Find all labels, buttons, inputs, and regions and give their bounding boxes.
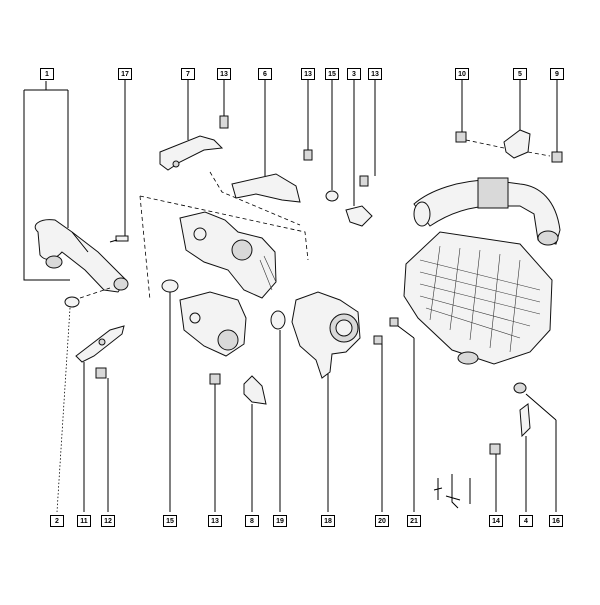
callout-9: 9 [550,68,564,80]
callout-8: 8 [245,515,259,527]
callout-5: 5 [513,68,527,80]
assembly-frame-left [139,195,151,301]
screw-12 [95,367,109,512]
bolt-21 [389,317,415,512]
egr-housing-lower [179,291,247,357]
gasket-15-left [161,279,179,512]
callout-2: 2 [50,515,64,527]
callout-4: 4 [519,515,533,527]
callout-19: 19 [273,515,287,527]
callout-15-a: 15 [325,68,339,80]
assembly-frame-top [139,195,309,261]
gasket-19 [270,310,286,512]
callout-17: 17 [118,68,132,80]
bolt-13c [359,80,376,187]
bolt-9 [551,80,563,163]
clip-3 [345,80,373,227]
o-ring-2 [56,287,111,513]
callout-18: 18 [321,515,335,527]
callout-13-a: 13 [217,68,231,80]
callout-3: 3 [347,68,361,80]
washer-15-top [325,80,339,202]
callout-20: 20 [375,515,389,527]
bolt-13b [303,80,313,161]
bolt-14 [489,443,501,512]
intake-manifold [403,231,553,365]
bracket-4 [519,403,531,512]
callout-10: 10 [455,68,469,80]
callout-16: 16 [549,515,563,527]
callout-13-c: 13 [368,68,382,80]
bolt-10 [455,80,505,149]
bracket-5 [503,80,551,159]
assembly-frame-upper [209,171,301,226]
callout-15-b: 15 [163,515,177,527]
bracket-7 [159,80,224,171]
callout-21: 21 [407,515,421,527]
sensor-16 [513,382,557,512]
callout-6: 6 [258,68,272,80]
callout-12: 12 [101,515,115,527]
bolt-20 [373,335,383,512]
bracket-8 [243,375,267,512]
callout-13-b: 13 [301,68,315,80]
detail-marks [433,474,471,509]
bracket-6 [231,80,301,203]
leader-1 [23,81,70,281]
callout-1: 1 [40,68,54,80]
bolt-13-lower [209,373,221,512]
bolt-17 [109,80,129,243]
callout-11: 11 [77,515,91,527]
callout-14: 14 [489,515,503,527]
callout-13-d: 13 [208,515,222,527]
intake-pipe-1 [34,219,129,293]
bolt-13a [219,80,229,129]
egr-valve-18 [291,291,361,512]
air-pipe [413,177,561,246]
egr-housing-upper [179,211,277,299]
bracket-11 [75,325,125,512]
callout-7: 7 [181,68,195,80]
